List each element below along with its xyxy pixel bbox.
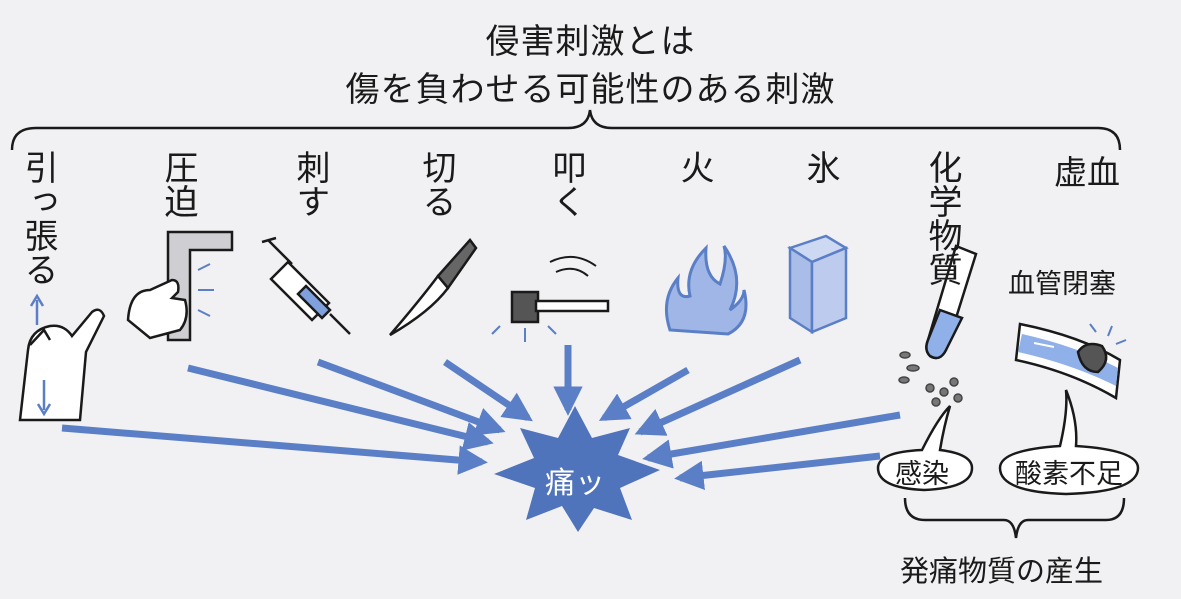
stimulus-label-press: 圧迫 <box>158 150 198 218</box>
infection-label: 感染 <box>895 459 949 490</box>
syringe-icon <box>261 236 351 335</box>
arrow-stab <box>316 358 506 436</box>
test-tube-icon <box>898 244 978 407</box>
flame-icon <box>664 244 748 336</box>
hammer-icon <box>491 255 610 342</box>
infection-bubble <box>876 405 974 492</box>
hand-press-wall-icon <box>126 230 234 342</box>
stimulus-label-ice: 氷 <box>800 150 840 184</box>
occlusion-label: 血管閉塞 <box>1008 269 1116 300</box>
footer-label: 発痛物質の産生 <box>900 554 1104 588</box>
ice-block-icon <box>787 234 849 335</box>
stimulus-label-pull: 引っ張る <box>18 150 58 286</box>
stimulus-label-hit: 叩く <box>546 150 586 218</box>
title-line-2: 傷を負わせる可能性のある刺激 <box>345 70 836 110</box>
oxygen-bubble <box>998 389 1140 496</box>
pain-label: 痛ッ <box>545 466 605 501</box>
stimulus-label-stab: 刺す <box>290 150 330 218</box>
knife-icon <box>389 238 478 337</box>
bottom-brace <box>903 497 1126 539</box>
stimulus-label-chemical: 化学物質 <box>922 150 962 286</box>
arrow-cut <box>443 359 533 422</box>
stimulus-label-fire: 火 <box>674 150 714 184</box>
arrow-pull <box>61 424 488 475</box>
blood-vessel-icon <box>1014 322 1127 401</box>
top-bracket <box>10 109 1122 151</box>
stimulus-label-cut: 切る <box>416 150 456 218</box>
stimulus-label-ischemia: 虚血 <box>1054 153 1120 192</box>
arm-pull-icon <box>18 293 106 422</box>
oxygen-deficiency-label: 酸素不足 <box>1015 459 1123 490</box>
arrow-press <box>187 364 494 451</box>
pain-burst <box>494 406 660 532</box>
arrow-chemical <box>642 411 901 469</box>
arrows <box>61 345 901 491</box>
title-line-1: 侵害刺激とは <box>485 22 696 62</box>
arrow-fire <box>598 366 690 422</box>
arrow-ischemia <box>674 452 881 491</box>
arrow-ice <box>634 356 802 436</box>
